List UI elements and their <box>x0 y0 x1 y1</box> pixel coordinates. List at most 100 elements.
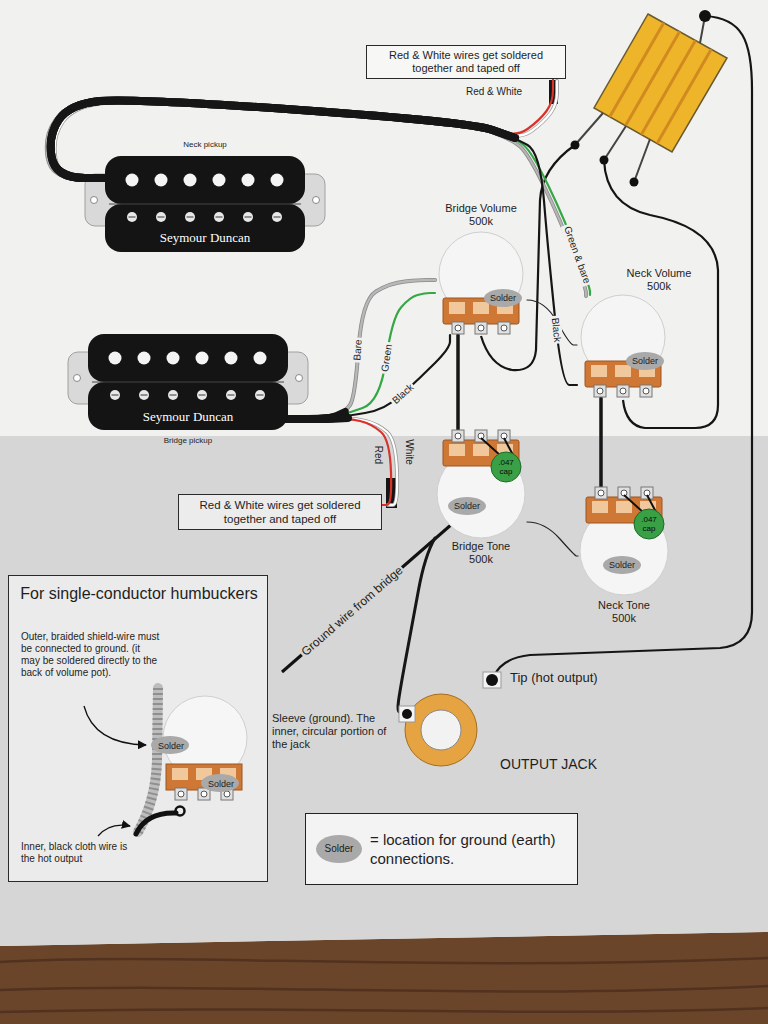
pot-lug <box>475 430 487 442</box>
pole-piece <box>109 352 122 365</box>
pole-piece <box>155 174 168 187</box>
pickup-coil <box>88 334 288 382</box>
shield-wire <box>138 688 158 832</box>
pot-lug <box>641 487 653 499</box>
screw-slot <box>129 216 136 217</box>
leader-line <box>98 825 130 836</box>
cap-value-slot: .047 cap <box>634 515 664 533</box>
potentiometer-drawing <box>578 487 670 595</box>
switch-wire <box>604 160 718 428</box>
jack-drawing <box>403 692 479 768</box>
legend-sample-text-slot: Solder <box>316 842 362 856</box>
humbucker-drawing <box>68 330 308 448</box>
solder-mark-slot: Solder <box>485 291 521 305</box>
pole-piece <box>138 352 151 365</box>
pole-piece <box>225 352 238 365</box>
capacitor: .047 cap <box>634 509 664 539</box>
jack-terminal-label: Sleeve (ground). The inner, circular por… <box>272 712 390 751</box>
inset-pot-pad <box>172 768 188 780</box>
pole-piece <box>242 174 255 187</box>
pot-pad <box>473 444 489 456</box>
solder-blob <box>626 352 664 370</box>
pot-lug <box>595 487 607 499</box>
wire-connector <box>308 293 435 419</box>
inset-lug-hole <box>224 791 230 797</box>
pole-screw <box>197 390 207 400</box>
pot-pad <box>615 365 631 377</box>
pot-name: Neck Volume 500k <box>621 267 697 293</box>
solder-mark: Solder <box>153 739 189 753</box>
pole-piece <box>254 352 267 365</box>
paper-shade <box>0 436 768 946</box>
pole-screw <box>185 212 195 222</box>
wire-strand <box>527 522 578 556</box>
solder-mark-slot: Solder <box>449 499 485 513</box>
sleeve-lug <box>402 709 412 719</box>
solder-mark-slot: Solder <box>604 558 640 572</box>
wire-connector <box>458 335 459 430</box>
legend-sample-text: Solder <box>316 842 362 856</box>
note-text: Red & White wires get soldered together … <box>373 49 559 75</box>
wire-color-label-slot: Red <box>372 444 384 466</box>
wire-connector <box>308 418 397 505</box>
pole-screw <box>272 212 282 222</box>
shield-braid <box>138 688 158 832</box>
inset-heading-slot: For single-conductor humbuckers <box>19 584 259 603</box>
potentiometer-drawing <box>435 430 527 538</box>
jack-ring <box>405 694 477 766</box>
pole-screw <box>110 390 120 400</box>
humbucker-pickup: Seymour DuncanBridge pickup <box>68 330 308 448</box>
tone-pot: SolderBridge Tone 500k.047 cap <box>435 430 527 538</box>
wire-label-slot: Bare <box>351 337 365 363</box>
solder-mark: Solder <box>627 354 663 368</box>
jack-hole <box>421 710 461 750</box>
wire-connector <box>398 538 435 712</box>
pot-lug <box>452 430 464 442</box>
pole-screw <box>127 212 137 222</box>
screw-slot <box>274 216 281 217</box>
inset-note-slot: Outer, braided shield-wire must be conne… <box>21 631 161 679</box>
pole-piece <box>167 352 180 365</box>
lug-hole <box>455 325 461 331</box>
switch-lug <box>699 10 711 22</box>
switch-lug <box>600 156 609 165</box>
jack-name: OUTPUT JACK <box>500 756 597 773</box>
brand-name: Seymour Duncan <box>125 230 285 246</box>
wire-strand <box>456 335 460 430</box>
bridge-ground-wire <box>282 524 452 672</box>
output-jack: OUTPUT JACK <box>403 692 479 768</box>
capacitor-body <box>491 452 521 482</box>
lug-hole <box>478 325 484 331</box>
pot-lug <box>452 322 464 334</box>
lug-hole <box>597 388 603 394</box>
cap-value: .047 cap <box>491 458 521 476</box>
pot-name-slot: Neck Tone 500k <box>591 599 657 625</box>
pot-name: Bridge Volume 500k <box>439 202 523 228</box>
screw-slot <box>245 216 252 217</box>
pot-name-slot: Bridge Tone 500k <box>445 540 517 566</box>
screw-slot <box>158 216 165 217</box>
pot-name: Bridge Tone 500k <box>445 540 517 566</box>
pole-screw <box>214 212 224 222</box>
solder-mark: Solder <box>203 777 239 791</box>
pole-piece <box>213 174 226 187</box>
wire-outline <box>308 280 435 419</box>
wire-strand <box>51 100 577 385</box>
leader-line <box>84 706 146 745</box>
brand-name-slot: Seymour Duncan <box>108 409 268 425</box>
humbucker-pickup: Neck pickupSeymour Duncan <box>85 140 325 258</box>
screw-slot <box>216 216 223 217</box>
hot-cloth-wire <box>136 813 176 834</box>
screw-slot <box>228 394 235 395</box>
inset-lug-hole <box>178 791 184 797</box>
pot-name-slot: Bridge Volume 500k <box>439 202 523 228</box>
pot-lug <box>594 385 606 397</box>
pot-body <box>581 295 665 379</box>
mount-hole <box>74 375 81 382</box>
pot-pad <box>616 501 632 513</box>
volume-pot: Bridge Volume 500kSolder <box>435 232 527 335</box>
pot-lug <box>498 430 510 442</box>
switch-leg <box>575 16 705 182</box>
lug-hole <box>620 388 626 394</box>
